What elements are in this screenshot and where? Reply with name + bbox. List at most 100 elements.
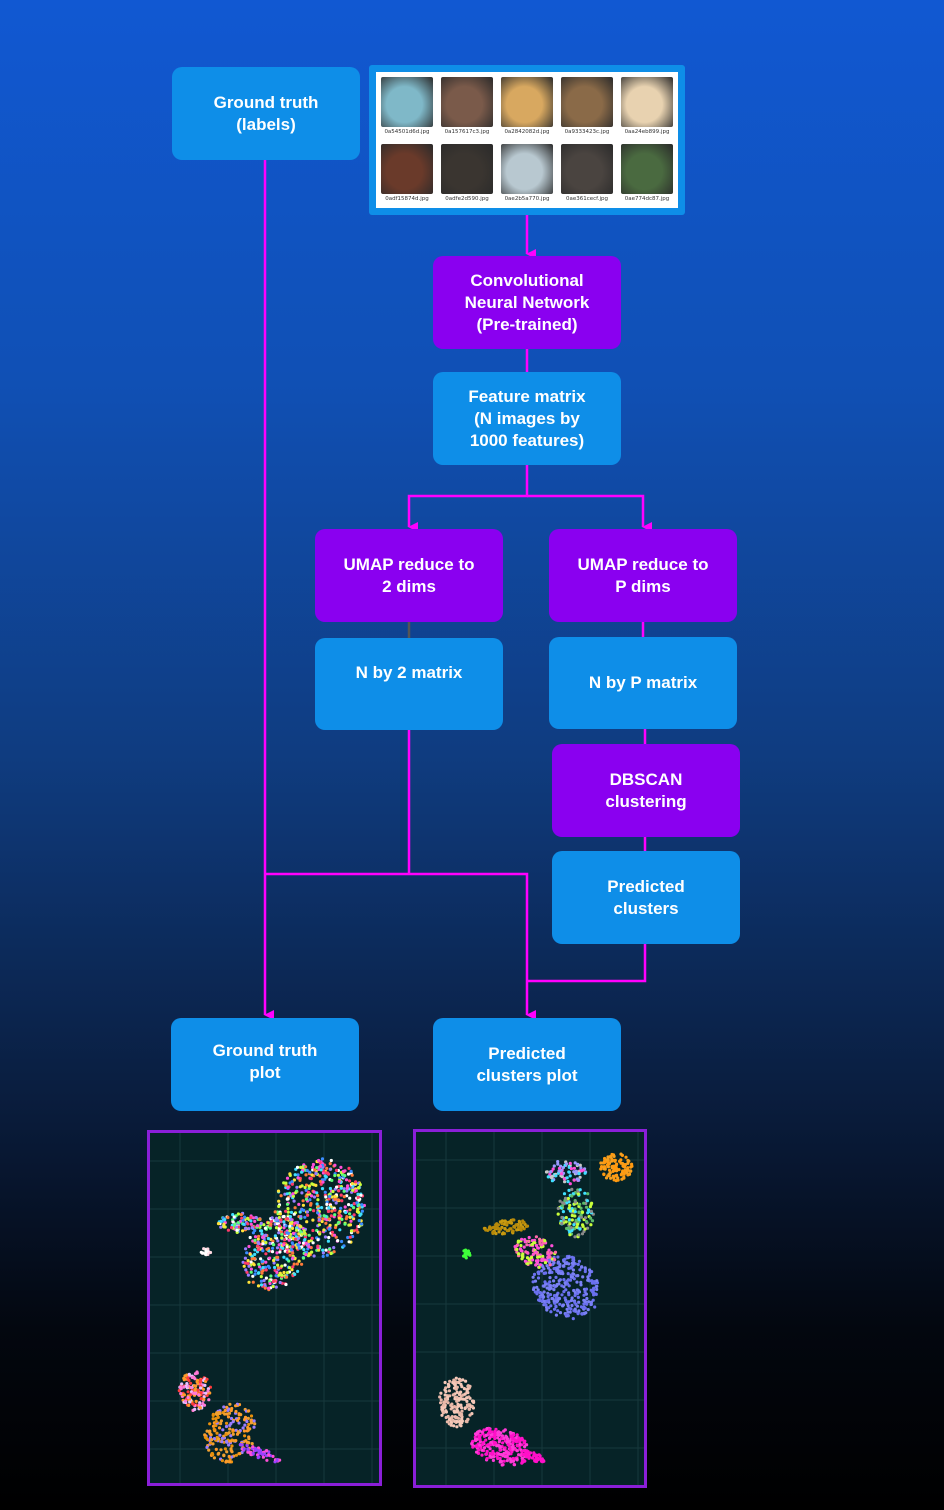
scatter-point [348,1235,352,1239]
scatter-point [534,1263,538,1267]
scatter-point [303,1238,307,1242]
scatter-point [329,1214,333,1218]
scatter-point [264,1233,268,1237]
scatter-point [477,1448,481,1452]
scatter-point [216,1222,221,1226]
scatter-point [529,1261,533,1265]
scatter-point [624,1155,628,1159]
scatter-point [552,1164,556,1168]
scatter-point [443,1380,447,1385]
point-cluster [513,1235,558,1269]
scatter-point [199,1250,203,1254]
scatter-point [311,1162,315,1167]
scatter-point [242,1264,246,1268]
scatter-point [513,1438,517,1442]
scatter-point [497,1452,501,1456]
scatter-point [561,1210,565,1214]
scatter-point [282,1243,286,1247]
scatter-point [333,1163,337,1167]
scatter-point [626,1161,630,1165]
scatter-point [243,1256,247,1260]
scatter-point [358,1183,362,1187]
thumbnail-filename: 0ae361cecf.jpg [566,195,608,202]
scatter-point [317,1248,321,1252]
scatter-point [465,1396,469,1400]
scatter-point [493,1226,497,1230]
n-by-2-matrix-text: N by 2 matrix [355,663,463,682]
scatter-point [303,1215,307,1219]
scatter-point [577,1233,581,1237]
scatter-point [212,1427,216,1431]
food-photo [621,77,673,127]
scatter-point [215,1431,219,1435]
scatter-point [482,1446,487,1450]
scatter-point [290,1226,295,1230]
scatter-point [275,1458,279,1463]
scatter-point [270,1219,274,1223]
scatter-point [286,1207,290,1211]
scatter-point [182,1385,186,1389]
scatter-point [576,1192,580,1196]
scatter-point [271,1279,276,1284]
scatter-point [320,1219,324,1224]
scatter-point [576,1295,580,1299]
scatter-point [275,1222,279,1226]
scatter-point [455,1425,459,1429]
scatter-point [610,1159,614,1163]
scatter-point [271,1454,275,1458]
scatter-point [261,1455,265,1459]
scatter-point [257,1455,261,1459]
scatter-point [224,1433,228,1437]
scatter-point [249,1270,253,1274]
scatter-point [256,1244,260,1248]
scatter-point [293,1173,297,1177]
scatter-point [573,1293,577,1298]
scatter-point [448,1417,452,1421]
scatter-point [203,1435,207,1439]
scatter-point [256,1237,260,1241]
scatter-point [285,1257,289,1261]
scatter-point [548,1255,552,1259]
scatter-point [578,1188,582,1192]
scatter-point [345,1194,349,1198]
scatter-point [246,1416,250,1420]
scatter-point [295,1185,299,1189]
scatter-point [246,1262,250,1266]
scatter-point [576,1162,580,1166]
scatter-point [236,1221,240,1225]
point-cluster [462,1248,472,1260]
scatter-point [562,1290,566,1294]
ground-truth-labels-text: Ground truth (labels) [213,92,319,134]
scatter-point [520,1456,524,1460]
scatter-point [249,1421,253,1425]
scatter-point [251,1274,255,1278]
point-cluster [203,1402,257,1464]
scatter-point [322,1228,326,1232]
predicted-clusters-plot-box: Predicted clusters plot [433,1018,621,1111]
scatter-point [256,1271,260,1275]
scatter-point [360,1222,364,1226]
scatter-point [523,1445,527,1449]
scatter-point [468,1253,472,1257]
scatter-point [562,1192,567,1196]
scatter-point [557,1166,562,1170]
scatter-point [194,1399,198,1403]
scatter-point [619,1152,623,1156]
scatter-point [272,1261,276,1265]
scatter-point [552,1267,556,1271]
scatter-point [568,1174,572,1178]
scatter-point [186,1376,190,1380]
scatter-point [517,1453,521,1457]
scatter-point [470,1404,474,1408]
scatter-point [334,1201,338,1205]
scatter-point [307,1184,311,1188]
scatter-point [502,1429,506,1433]
scatter-point [503,1219,507,1223]
scatter-point [288,1224,292,1228]
scatter-point [570,1218,574,1222]
scatter-point [202,1395,206,1399]
feature-matrix-box: Feature matrix (N images by 1000 feature… [433,372,621,465]
scatter-point [188,1400,192,1404]
scatter-point [346,1235,350,1240]
scatter-point [211,1417,215,1421]
